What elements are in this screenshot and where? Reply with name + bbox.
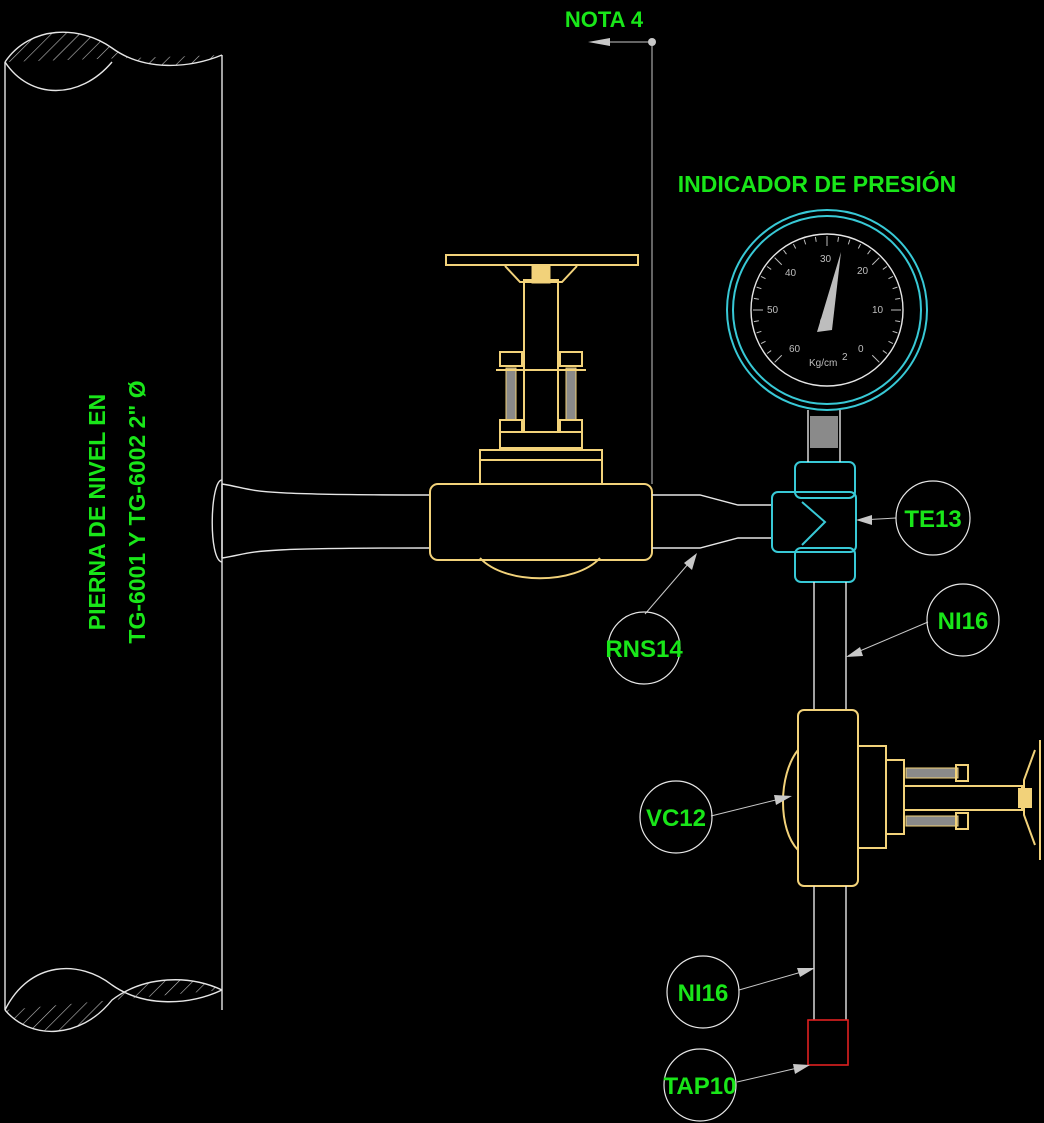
nota-label: NOTA 4: [565, 7, 644, 32]
gauge-tick-60: 60: [789, 344, 801, 355]
gauge-tick-mark: [837, 236, 840, 242]
pipe-label-line2: TG-6001 Y TG-6002 2" Ø: [124, 380, 150, 643]
gauge-unit: Kg/cm: [809, 358, 837, 369]
gauge-tick-mark: [774, 354, 783, 363]
pipe-label: PIERNA DE NIVEL EN TG-6001 Y TG-6002 2" …: [84, 380, 150, 643]
callout-rns14-label: RNS14: [605, 636, 683, 663]
gauge-tick-30: 30: [820, 254, 832, 265]
callout-ni16-bottom-label: NI16: [678, 980, 729, 1007]
gauge-tick-mark: [847, 239, 851, 245]
gauge-tick-mark: [882, 266, 888, 270]
gauge-tick-mark: [766, 350, 772, 354]
check-valve: [782, 709, 1041, 887]
callout-ni16-top-label: NI16: [938, 608, 989, 635]
gauge-tick-mark: [753, 297, 759, 300]
vertical-nipple-top: [813, 582, 847, 710]
gauge-tick-mark: [766, 266, 772, 270]
gauge-tick-mark: [783, 249, 787, 255]
gauge-tick-mark: [871, 354, 880, 363]
gauge-tick-40: 40: [785, 268, 797, 279]
tee-fitting: [771, 461, 857, 583]
gauge-tick-mark: [753, 320, 759, 323]
gauge-tick-mark: [814, 236, 817, 242]
callout-ni16-bottom: NI16: [666, 955, 815, 1029]
gauge-stem: [807, 410, 841, 462]
callout-vc12-label: VC12: [646, 805, 706, 832]
reducer-nipple: [652, 494, 772, 549]
gauge-tick-mark: [895, 297, 901, 300]
callout-te13: TE13: [856, 480, 971, 556]
gauge-tick-10: 10: [872, 305, 884, 316]
gauge-tick-mark: [892, 286, 898, 290]
callout-ni16-top: NI16: [846, 583, 1000, 657]
callout-te13-label: TE13: [904, 506, 961, 533]
gauge-tick-mark: [774, 257, 783, 266]
gate-valve: [429, 254, 653, 580]
gauge-tick-mark: [803, 239, 807, 245]
pressure-gauge: 60 50 40 30 20 10 0 Kg/cm 2: [726, 209, 928, 411]
pipe-cap: [807, 1019, 849, 1066]
gauge-title: INDICADOR DE PRESIÓN: [678, 170, 957, 197]
gauge-unit-sup: 2: [842, 352, 848, 363]
callout-tap10: TAP10: [663, 1048, 810, 1122]
callout-rns14: RNS14: [605, 553, 697, 685]
gauge-tick-mark: [888, 340, 894, 345]
gauge-tick-mark: [792, 243, 797, 249]
callout-tap10-label: TAP10: [664, 1073, 737, 1100]
nozzle: [211, 479, 431, 563]
gauge-tick-mark: [857, 243, 862, 249]
gauge-tick-0: 0: [858, 344, 864, 355]
gauge-tick-mark: [895, 320, 901, 323]
gauge-tick-mark: [882, 350, 888, 354]
gauge-tick-mark: [756, 286, 762, 290]
vertical-nipple-bottom: [813, 886, 847, 1020]
gauge-tick-mark: [760, 340, 766, 345]
gauge-tick-mark: [756, 330, 762, 334]
callout-vc12: VC12: [639, 780, 792, 854]
gauge-tick-20: 20: [857, 266, 869, 277]
gauge-tick-mark: [867, 249, 871, 255]
gauge-tick-50: 50: [767, 305, 779, 316]
pipe-label-line1: PIERNA DE NIVEL EN: [84, 394, 110, 630]
gauge-tick-mark: [871, 257, 880, 266]
nota-leader: [588, 38, 656, 484]
gauge-tick-mark: [892, 330, 898, 334]
level-leg-pipe: [4, 31, 223, 1032]
gauge-tick-mark: [888, 275, 894, 280]
gauge-tick-mark: [760, 275, 766, 280]
